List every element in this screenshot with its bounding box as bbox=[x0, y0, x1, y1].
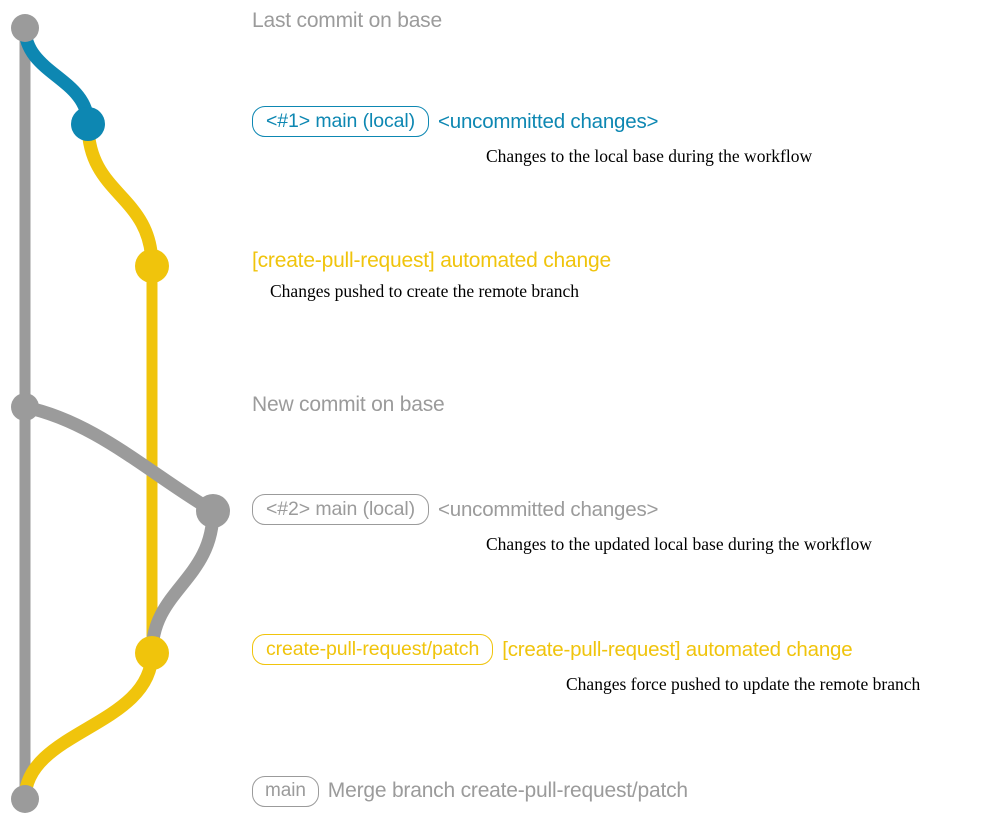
annotation-head: <#1> main (local) <uncommitted changes> bbox=[252, 106, 659, 138]
local-branch-line-1 bbox=[18, 21, 95, 131]
new-commit-headline: New commit on base bbox=[252, 393, 445, 416]
commit-graph bbox=[11, 14, 230, 813]
branch-pill-main[interactable]: main bbox=[252, 776, 319, 807]
node-base-new-commit[interactable] bbox=[11, 393, 39, 421]
branch-pill-local-2[interactable]: <#2> main (local) bbox=[252, 494, 429, 526]
patch-branch-line-1 bbox=[81, 117, 159, 273]
annotation-head: Last commit on base bbox=[252, 9, 442, 32]
node-local-commit-2[interactable] bbox=[196, 494, 230, 528]
automated-1-description: Changes pushed to create the remote bran… bbox=[270, 281, 580, 302]
annotation-new-commit: New commit on base bbox=[252, 393, 445, 416]
local-branch-line-2 bbox=[18, 400, 220, 518]
annotation-last-commit: Last commit on base bbox=[252, 9, 442, 32]
node-patch-commit-2[interactable] bbox=[135, 636, 169, 670]
annotation-head: <#2> main (local) <uncommitted changes> bbox=[252, 494, 659, 526]
annotation-merge-commit: main Merge branch create-pull-request/pa… bbox=[252, 776, 688, 807]
annotation-automated-change-2: create-pull-request/patch [create-pull-r… bbox=[252, 634, 920, 695]
annotation-head: create-pull-request/patch [create-pull-r… bbox=[252, 634, 853, 666]
annotation-local-commit-2: <#2> main (local) <uncommitted changes> … bbox=[252, 494, 872, 555]
last-commit-headline: Last commit on base bbox=[252, 9, 442, 32]
node-patch-commit-1[interactable] bbox=[135, 249, 169, 283]
annotation-local-commit-1: <#1> main (local) <uncommitted changes> … bbox=[252, 106, 812, 167]
node-base-merge[interactable] bbox=[11, 785, 39, 813]
automated-2-headline: [create-pull-request] automated change bbox=[502, 637, 853, 661]
local-1-description: Changes to the local base during the wor… bbox=[486, 146, 813, 167]
annotation-automated-change-1: [create-pull-request] automated change C… bbox=[252, 249, 611, 302]
local-2-headline: <uncommitted changes> bbox=[437, 497, 659, 521]
node-local-commit-1[interactable] bbox=[71, 107, 105, 141]
local-2-description: Changes to the updated local base during… bbox=[486, 534, 872, 555]
automated-1-headline: [create-pull-request] automated change bbox=[252, 249, 611, 272]
node-base-last-commit[interactable] bbox=[11, 14, 39, 42]
annotation-head: main Merge branch create-pull-request/pa… bbox=[252, 776, 688, 807]
automated-2-description: Changes force pushed to update the remot… bbox=[566, 674, 921, 695]
patch-merge-line bbox=[18, 646, 159, 806]
branch-pill-local-1[interactable]: <#1> main (local) bbox=[252, 106, 429, 138]
annotation-head: [create-pull-request] automated change bbox=[252, 249, 611, 272]
merge-headline: Merge branch create-pull-request/patch bbox=[327, 779, 688, 803]
annotation-head: New commit on base bbox=[252, 393, 445, 416]
local-to-patch-line bbox=[145, 504, 220, 660]
local-1-headline: <uncommitted changes> bbox=[437, 109, 659, 133]
branch-pill-patch[interactable]: create-pull-request/patch bbox=[252, 634, 494, 666]
